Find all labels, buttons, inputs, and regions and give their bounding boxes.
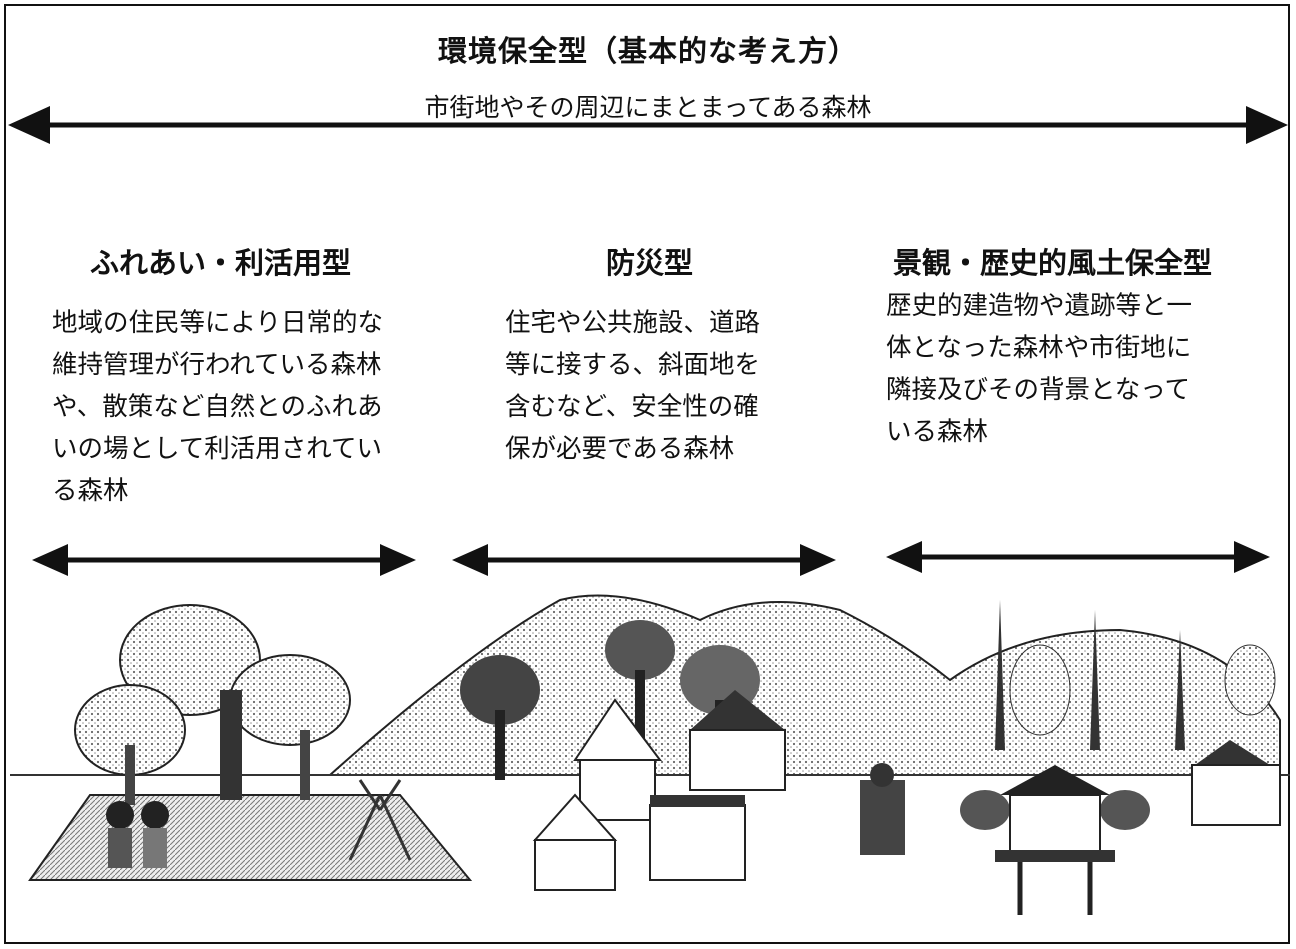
column-desc-keikan: 歴史的建造物や遺跡等と一 体となった森林や市街地に 隣接及びその背景となって い…: [886, 291, 1193, 447]
column-arrow-keikan: [886, 541, 1270, 573]
column-title-keikan: 景観・歴史的風土保全型: [893, 246, 1213, 280]
diagram-frame: [4, 4, 1290, 944]
houses-scene: [460, 620, 786, 891]
main-subtitle: 市街地やその周辺にまとまってある森林: [424, 93, 872, 122]
temple-scene: [860, 600, 1281, 915]
column-desc-fureai: 地域の住民等により日常的な 維持管理が行われている森林 や、散策など自然とのふれ…: [52, 308, 383, 506]
main-span-arrow: [8, 106, 1288, 144]
column-desc-bousai: 住宅や公共施設、道路 等に接する、斜面地を 含むなど、安全性の確 保が必要である…: [505, 308, 761, 464]
park-scene: [28, 604, 473, 881]
column-arrow-fureai: [32, 544, 416, 576]
main-title: 環境保全型（基本的な考え方）: [437, 34, 858, 68]
column-title-fureai: ふれあい・利活用型: [90, 246, 352, 280]
column-arrow-bousai: [452, 544, 836, 576]
landscape-illustration: [10, 594, 1290, 915]
column-title-bousai: 防災型: [606, 246, 694, 280]
